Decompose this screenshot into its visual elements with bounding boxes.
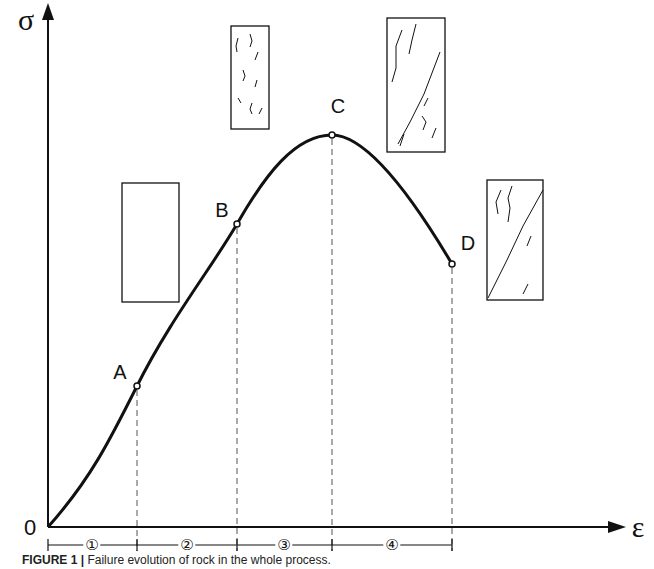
stress-axis	[47, 14, 49, 527]
caption-text: Failure evolution of rock in the whole p…	[84, 553, 331, 567]
crack	[236, 24, 543, 298]
strain-axis	[48, 526, 614, 528]
axis-arrow	[42, 3, 54, 20]
stage-number: ②	[178, 538, 195, 553]
guide-lines	[137, 139, 452, 551]
point-label: C	[331, 96, 345, 116]
origin-label: 0	[24, 517, 36, 539]
stage-number: ①	[83, 538, 100, 553]
axis-symbol: σ	[18, 5, 34, 35]
figure-caption: FIGURE 1 | Failure evolution of rock in …	[22, 553, 331, 567]
stage-number: ③	[275, 538, 292, 553]
stage-number: ④	[383, 538, 400, 553]
axis-symbol: ε	[632, 512, 645, 542]
point-label: A	[113, 362, 126, 382]
caption-number: FIGURE 1 |	[22, 553, 84, 567]
point-label: D	[461, 233, 475, 253]
curve-point	[134, 132, 455, 389]
stress-strain-curve	[48, 135, 452, 527]
axis-arrow	[608, 521, 626, 533]
point-label: B	[215, 200, 228, 220]
rock-specimen	[122, 18, 543, 302]
